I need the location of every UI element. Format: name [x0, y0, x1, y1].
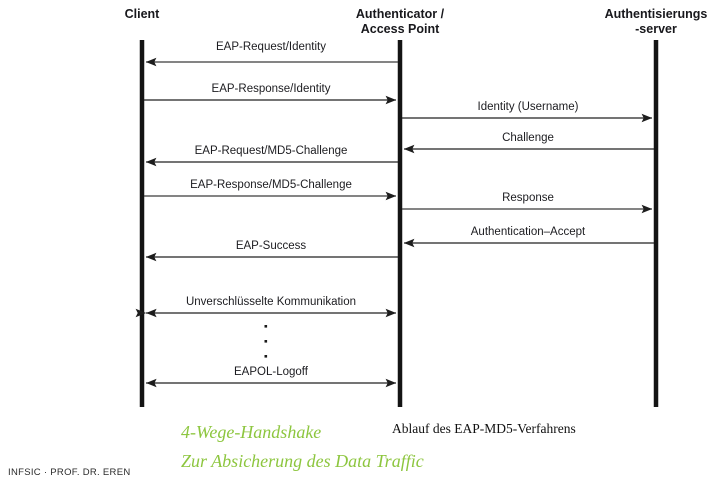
message-response: Response	[402, 192, 653, 214]
message-challenge: Challenge	[403, 132, 654, 154]
message-eap-request-identity: EAP-Request/Identity	[145, 41, 398, 67]
message-label: EAP-Response/Identity	[212, 83, 331, 95]
message-label: EAP-Request/MD5-Challenge	[195, 145, 348, 157]
lifeline-title-server-line2: -server	[635, 22, 677, 36]
message-eap-response-md5-challenge: EAP-Response/MD5-Challenge	[144, 179, 397, 201]
captions-group: 4-Wege-Handshake Zur Absicherung des Dat…	[181, 421, 576, 471]
vertical-ellipsis	[264, 325, 268, 358]
message-label: Challenge	[502, 132, 554, 144]
message-arrowhead-left	[146, 308, 157, 318]
caption-black: Ablauf des EAP-MD5-Verfahrens	[392, 421, 576, 436]
lifeline-headers: Client Authenticator / Access Point Auth…	[125, 7, 708, 36]
lifeline-title-authenticator-line1: Authenticator /	[356, 7, 445, 21]
message-label: EAPOL-Logoff	[234, 366, 309, 378]
message-label: Unverschlüsselte Kommunikation	[186, 296, 356, 308]
lifeline-title-client: Client	[125, 7, 161, 21]
caption-green-line2: Zur Absicherung des Data Traffic	[181, 451, 424, 471]
message-eap-request-md5-challenge: EAP-Request/MD5-Challenge	[145, 145, 398, 167]
lifeline-title-authenticator-line2: Access Point	[361, 22, 440, 36]
message-label: EAP-Success	[236, 240, 307, 252]
message-arrowhead-left	[146, 378, 157, 388]
message-eapol-logoff: EAPOL-Logoff	[146, 366, 397, 388]
lifelines-group	[139, 40, 659, 407]
ellipsis-dot-2	[264, 340, 268, 343]
message-identity-username: Identity (Username)	[402, 101, 653, 123]
footer-credit: INFSIC · PROF. DR. EREN	[8, 467, 131, 478]
ellipsis-dot-1	[264, 325, 268, 328]
messages-group: EAP-Request/Identity EAP-Response/Identi…	[135, 41, 654, 388]
ellipsis-dot-3	[264, 355, 268, 358]
caption-green-line1: 4-Wege-Handshake	[181, 422, 321, 442]
message-eap-success: EAP-Success	[145, 240, 398, 262]
message-label: Authentication–Accept	[471, 226, 586, 238]
message-label: Identity (Username)	[478, 101, 579, 113]
message-label: EAP-Response/MD5-Challenge	[190, 179, 352, 191]
message-authentication-accept: Authentication–Accept	[403, 226, 654, 248]
message-label: EAP-Request/Identity	[216, 41, 326, 53]
message-eap-response-identity: EAP-Response/Identity	[144, 83, 397, 105]
message-unverschluesselte-kommunikation: Unverschlüsselte Kommunikation	[135, 296, 397, 318]
lifeline-title-server-line1: Authentisierungs	[605, 7, 708, 21]
message-label: Response	[502, 192, 554, 204]
